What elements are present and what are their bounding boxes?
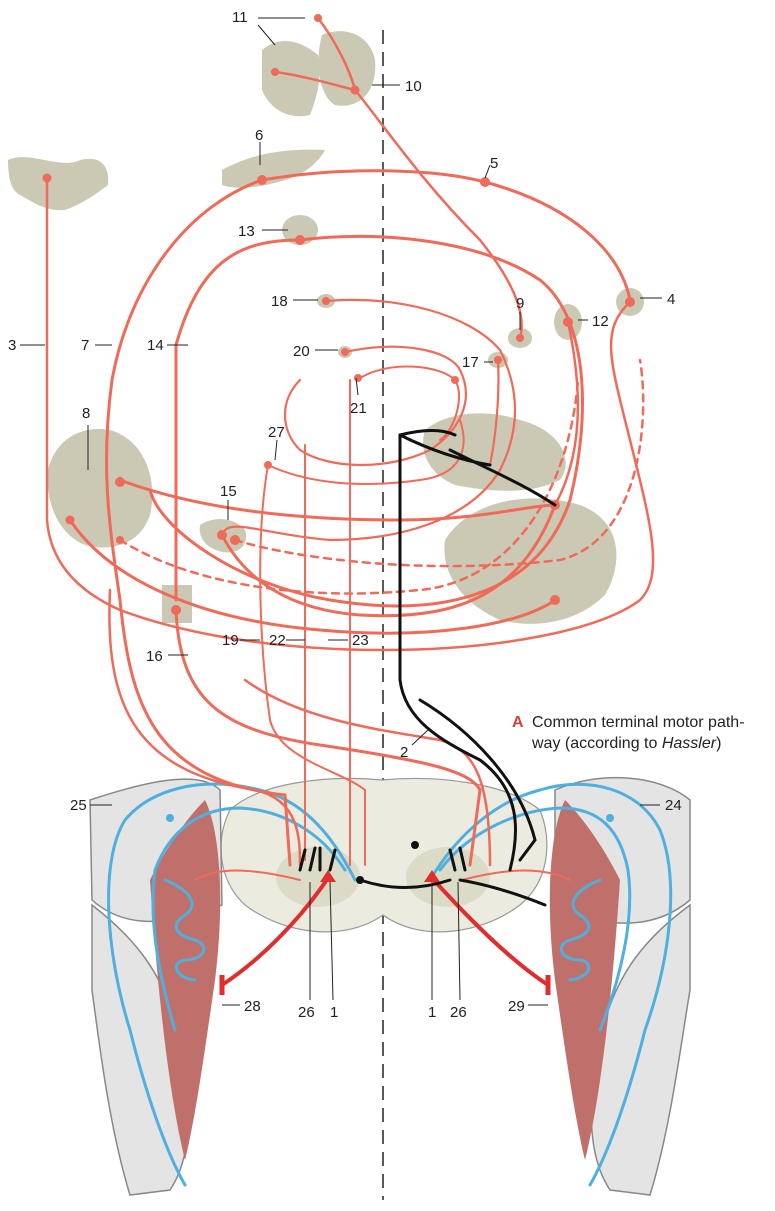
label-21: 21 (350, 400, 367, 417)
caption-line-1: Common terminal motor path- (532, 714, 745, 731)
pathway-8-lower (68, 518, 557, 635)
pathway-2-terminal (458, 878, 547, 907)
label-22: 22 (269, 632, 286, 649)
pathway-27 (267, 419, 465, 485)
pathway-7 (105, 178, 292, 867)
pathway-7-lower (108, 588, 302, 867)
cortex-fragment-upper (262, 40, 320, 117)
label-16: 16 (146, 648, 163, 665)
pathway-19 (259, 464, 366, 866)
cerebellar-pathway (298, 429, 557, 907)
caption-line-2: way (according to Hassler) (531, 735, 721, 752)
striatum-8 (47, 429, 153, 548)
pathway-crossing (243, 678, 492, 867)
label-10: 10 (405, 78, 422, 95)
label-23: 23 (352, 632, 369, 649)
figure-caption: A Common terminal motor path- way (accor… (512, 714, 745, 752)
label-17: 17 (462, 354, 479, 371)
caption-letter: A (512, 714, 524, 731)
motoneuron-left (320, 870, 336, 882)
label-2: 2 (400, 744, 408, 761)
label-25: 25 (70, 797, 87, 814)
interneuron-crossing (358, 878, 452, 889)
pathway-5 (260, 169, 632, 302)
label-26-right: 26 (450, 1004, 467, 1021)
cerebellar-branch-1 (398, 429, 457, 437)
pathway-18 (223, 298, 517, 542)
brain-structures (8, 31, 644, 624)
label-1-left: 1 (330, 1004, 338, 1021)
label-28: 28 (244, 998, 261, 1015)
label-4: 4 (667, 291, 675, 308)
label-6: 6 (255, 127, 263, 144)
pathway-11 (273, 70, 357, 92)
label-15: 15 (220, 483, 237, 500)
label-5: 5 (490, 155, 498, 172)
caption-line-2-post: ) (716, 735, 721, 752)
muscle-29 (549, 800, 620, 1160)
cerebellar-branch-3 (448, 448, 557, 507)
pathway-14-top (174, 238, 302, 347)
sensory-fiber-24 (428, 782, 673, 1187)
pathway-dashed-1 (118, 378, 580, 595)
caption-line-2-pre: way (according to (531, 735, 662, 752)
synapse-markers (42, 14, 635, 615)
label-14: 14 (147, 337, 164, 354)
motor-axons (194, 869, 571, 995)
label-12: 12 (592, 313, 609, 330)
label-26-left: 26 (298, 1004, 315, 1021)
limb-left (89, 778, 223, 1196)
label-13: 13 (238, 223, 255, 240)
gamma-fiber-right (461, 869, 571, 881)
label-9: 9 (516, 295, 524, 312)
gamma-fiber-left (194, 869, 301, 881)
label-11: 11 (232, 9, 248, 26)
label-3: 3 (8, 337, 16, 354)
label-leaders (20, 17, 662, 1006)
sensory-fiber-right-inner (438, 806, 632, 1032)
muscle-spindle-right (559, 878, 602, 982)
motor-cortex (8, 157, 109, 211)
descending-pathways (45, 16, 655, 867)
muscle-28 (150, 800, 221, 1160)
muscle-spindle-left (163, 878, 206, 982)
pathway-17 (488, 358, 500, 467)
pathway-12 (553, 320, 580, 507)
spinal-cord-section (220, 777, 548, 933)
pathway-20 (283, 345, 467, 467)
label-1-right: 1 (428, 1004, 436, 1021)
interneurons-left (298, 846, 337, 872)
cerebellum-upper (423, 413, 566, 491)
interneurons-right (448, 846, 467, 872)
label-8: 8 (82, 405, 90, 422)
label-29: 29 (508, 998, 525, 1015)
label-27: 27 (268, 424, 285, 441)
label-24: 24 (665, 797, 682, 814)
spinal-cord-outline (220, 777, 548, 933)
cortex-area-6 (222, 149, 325, 188)
pathway-8 (118, 478, 557, 522)
pathway-10 (316, 16, 523, 340)
alpha-motor-axon-right (430, 876, 550, 987)
caption-author: Hassler (662, 735, 717, 752)
cerebellar-branch-2 (398, 433, 492, 467)
pathway-dashed-2 (233, 358, 645, 568)
pathway-15 (220, 503, 557, 618)
label-20: 20 (293, 343, 310, 360)
alpha-motor-axon-left (220, 876, 330, 987)
sensory-fiber-left-inner (151, 806, 347, 1032)
number-labels: 11 10 6 5 13 4 18 9 12 3 7 14 20 17 21 8… (8, 9, 682, 1021)
pathway-2-branch (418, 698, 537, 862)
pathway-16 (174, 608, 482, 867)
pathway-2 (398, 433, 518, 872)
limb-right (549, 776, 691, 1196)
label-18: 18 (271, 293, 288, 310)
label-7: 7 (81, 337, 89, 354)
label-19: 19 (222, 632, 239, 649)
motoneuron-right (424, 870, 440, 882)
